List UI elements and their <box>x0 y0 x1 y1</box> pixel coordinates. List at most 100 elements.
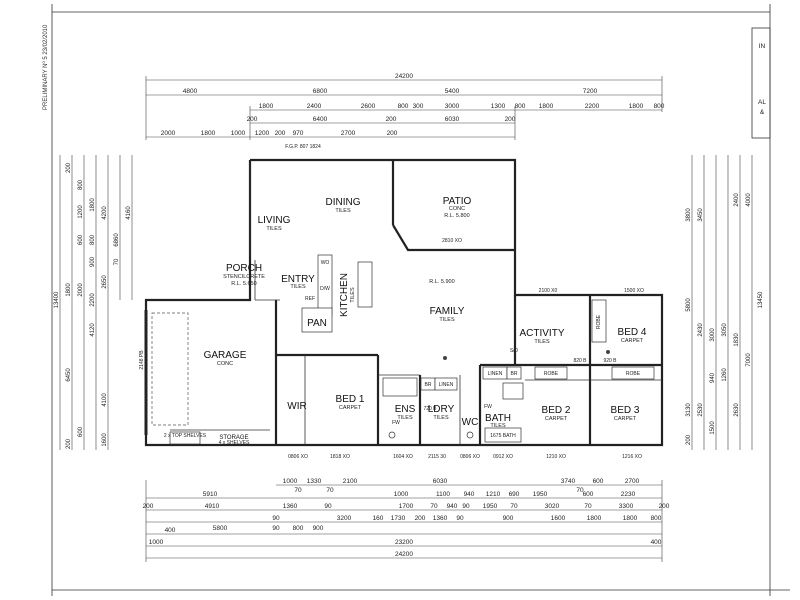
room-bed4-finish: CARPET <box>621 338 644 344</box>
dim-bot3-4: 940 <box>464 491 475 498</box>
room-garage-label: GARAGE <box>204 350 247 361</box>
note-0806: 0806 XO <box>288 454 308 460</box>
linen-label-1: LINEN <box>439 382 454 388</box>
dim-bot1-1: 1000 <box>283 478 298 485</box>
dim-top3-5: 200 <box>505 116 516 123</box>
room-dining-finish: TILES <box>335 208 351 214</box>
dim-bot7-2: 400 <box>165 527 176 534</box>
bath-shower <box>502 382 524 400</box>
room-family-finish: TILES <box>439 317 455 323</box>
dim-bot6-2: 800 <box>293 525 304 532</box>
bath-size-label: 1675 BATH <box>490 433 516 439</box>
bottom-dimension-lines <box>145 480 663 562</box>
linen-label-2: LINEN <box>488 371 503 377</box>
dim-top-2: 6800 <box>313 88 328 95</box>
dim-top3-2: 6400 <box>313 116 328 123</box>
dim-right-7: 3000 <box>710 328 716 342</box>
dim-bot5-3: 160 <box>373 515 384 522</box>
linen-cupboard-1 <box>434 377 458 391</box>
dim-bot3-7: 1950 <box>533 491 548 498</box>
dim-left-20: 600 <box>78 426 84 437</box>
dim-right-14: 7000 <box>746 353 752 367</box>
dim-top4-1: 2000 <box>161 130 176 137</box>
dim-bot4-4: 90 <box>324 503 332 510</box>
dim-bot1-4: 6030 <box>433 478 448 485</box>
bed4-floor-waste <box>606 350 610 354</box>
robe-label-bed3: ROBE <box>626 371 641 377</box>
dim-bot3-5: 1210 <box>486 491 501 498</box>
room-porch-finish: STENCILCRETE <box>223 274 265 280</box>
dim-bot7-4: 400 <box>651 539 662 546</box>
exterior-walls <box>144 158 664 447</box>
dim-right-8: 3050 <box>722 323 728 337</box>
room-laundry-finish: TILES <box>433 415 449 421</box>
room-ensuite-finish: TILES <box>397 415 413 421</box>
room-activity-finish: TILES <box>534 339 550 345</box>
interior-walls <box>170 160 662 445</box>
left-dimension-lines <box>59 155 133 450</box>
room-patio-label: PATIO <box>443 196 472 207</box>
robe-label-bed2: ROBE <box>544 371 559 377</box>
dim-bot5-4: 1730 <box>391 515 406 522</box>
br-label-1: BR <box>425 382 432 388</box>
robe-bed3 <box>611 366 655 380</box>
room-laundry-label: LDRY <box>428 404 455 415</box>
family-floor-waste <box>443 356 447 360</box>
room-patio-finish: CONC <box>449 206 465 212</box>
dim-left-7: 800 <box>90 234 96 245</box>
top-dimension-lines <box>145 76 663 140</box>
room-kitchen-finish: TILES <box>350 287 356 303</box>
title-block-text-2: AL <box>758 99 766 106</box>
room-bed1-label: BED 1 <box>336 394 365 405</box>
dim-right-9: 13450 <box>758 291 764 308</box>
room-bed4-label: BED 4 <box>618 327 647 338</box>
dim-top4-3: 1000 <box>231 130 246 137</box>
dim-bot5-8: 900 <box>503 515 514 522</box>
dim-bot3-8: 600 <box>583 491 594 498</box>
dim-bot1-6: 600 <box>593 478 604 485</box>
room-bath-finish: TILES <box>490 423 506 429</box>
dim-bot5-5: 200 <box>415 515 426 522</box>
dim-top2-7: 1300 <box>491 103 506 110</box>
room-bed1-finish: CARPET <box>339 405 362 411</box>
room-kitchen-label: KITCHEN <box>339 273 350 317</box>
br-cupboard-2 <box>506 366 522 380</box>
dim-right-11: 2530 <box>698 403 704 417</box>
garage-shelves <box>169 431 201 445</box>
dim-right-16: 1260 <box>722 368 728 382</box>
dim-right-10: 3130 <box>686 403 692 417</box>
title-block-text-1: IN <box>759 43 766 50</box>
dim-bot4-3: 1360 <box>283 503 298 510</box>
dim-left-1: 200 <box>66 162 72 173</box>
dim-left-22: 1600 <box>102 433 108 447</box>
note-0912: 0912 XO <box>493 454 513 460</box>
dim-bot4-6: 70 <box>430 503 438 510</box>
dim-top4-8: 200 <box>387 130 398 137</box>
note-1604: 1604 XO <box>393 454 413 460</box>
dim-bottom-overall: 24200 <box>395 551 413 558</box>
storage-label: STORAGE <box>219 435 248 441</box>
dim-top2-11: 1800 <box>629 103 644 110</box>
dim-top-3: 5400 <box>445 88 460 95</box>
dim-bot5-9: 1600 <box>551 515 566 522</box>
note-720: 720 B <box>423 406 437 412</box>
dim-top2-4: 800 <box>398 103 409 110</box>
room-patio-level: R.L. 5.800 <box>444 213 469 219</box>
dim-left-6: 600 <box>78 234 84 245</box>
room-activity-label: ACTIVITY <box>519 328 564 339</box>
dim-top-overall: 24200 <box>395 73 413 80</box>
bath-fw-label: FW <box>484 404 492 410</box>
shelves-label: 2 x TOP SHELVES <box>164 433 207 439</box>
dim-bot4-14: 200 <box>659 503 670 510</box>
dim-bot1-5: 3740 <box>561 478 576 485</box>
storage-note: 4 x SHELVES <box>219 440 250 446</box>
dim-left-4: 1800 <box>90 198 96 212</box>
ensuite-fw-label: FW <box>392 420 400 426</box>
dim-bot4-13: 3300 <box>619 503 634 510</box>
room-bed2-finish: CARPET <box>545 416 568 422</box>
dim-bot5-6: 1360 <box>433 515 448 522</box>
room-porch-level: R.L. 5.650 <box>231 281 256 287</box>
note-820: 820 B <box>573 358 587 364</box>
dim-bot3-6: 690 <box>509 491 520 498</box>
dim-bot7-1: 1000 <box>149 539 164 546</box>
